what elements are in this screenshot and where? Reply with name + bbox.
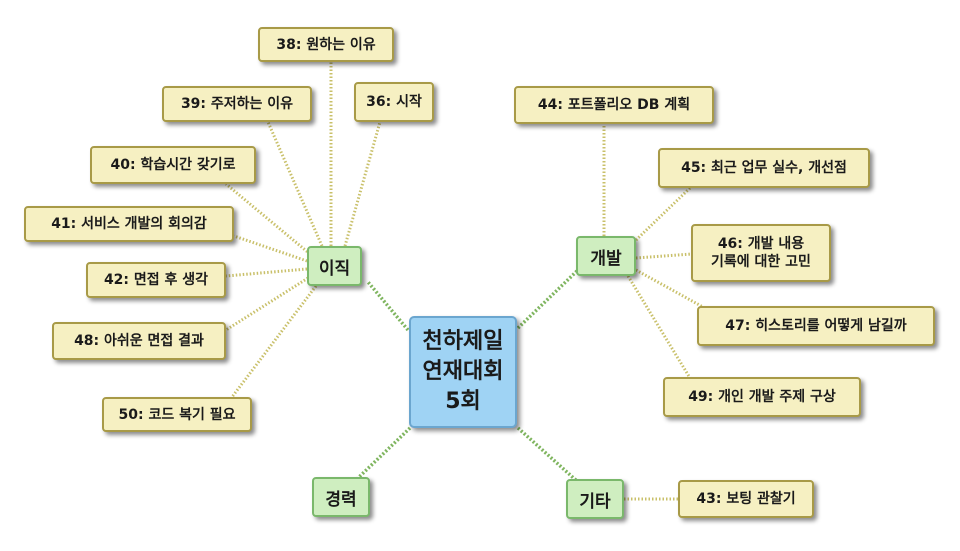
- topic-47[interactable]: 47: 히스토리를 어떻게 남길까: [697, 306, 935, 346]
- conn-central-gyeongryeok: [356, 426, 412, 480]
- topic-44[interactable]: 44: 포트폴리오 DB 계획: [514, 86, 714, 124]
- topic-38[interactable]: 38: 원하는 이유: [258, 27, 394, 62]
- topic-50[interactable]: 50: 코드 복기 필요: [102, 397, 252, 432]
- conn-ijik-48: [225, 276, 309, 332]
- topic-39[interactable]: 39: 주저하는 이유: [162, 86, 312, 122]
- branch-gaebal-label: 개발: [590, 248, 622, 269]
- topic-48[interactable]: 48: 아쉬운 면접 결과: [52, 322, 226, 360]
- topic-40[interactable]: 40: 학습시간 갖기로: [90, 146, 256, 184]
- branch-ijik-label: 이직: [318, 258, 351, 279]
- central-topic-line-3: 5회: [445, 389, 481, 414]
- topic-42[interactable]: 42: 면접 후 생각: [86, 262, 226, 298]
- conn-ijik-50: [230, 285, 318, 398]
- branch-gyeongryeok[interactable]: 경력: [312, 477, 370, 517]
- conn-central-gita: [516, 426, 580, 484]
- central-topic[interactable]: 천하제일 연재대회 5회: [409, 316, 517, 428]
- conn-gaebal-49: [626, 275, 692, 379]
- conn-ijik-39: [266, 121, 324, 247]
- conn-gaebal-46: [635, 252, 693, 260]
- branch-gyeongryeok-label: 경력: [325, 489, 357, 510]
- topic-36[interactable]: 36: 시작: [354, 82, 434, 122]
- conn-ijik-36: [343, 121, 382, 247]
- branch-ijik[interactable]: 이직: [307, 246, 362, 286]
- branch-gaebal[interactable]: 개발: [576, 236, 636, 276]
- conn-gaebal-45: [634, 186, 692, 242]
- topic-49[interactable]: 49: 개인 개발 주제 구상: [663, 377, 861, 417]
- branch-gita-label: 기타: [579, 491, 611, 512]
- branch-gita[interactable]: 기타: [566, 479, 624, 519]
- central-topic-line-1: 천하제일: [422, 329, 504, 354]
- topic-41[interactable]: 41: 서비스 개발의 회의감: [24, 206, 234, 242]
- conn-ijik-42: [225, 267, 308, 278]
- central-topic-line-2: 연재대회: [422, 359, 504, 384]
- conn-ijik-41: [233, 234, 308, 263]
- conn-central-gaebal: [516, 268, 580, 330]
- conn-ijik-40: [225, 182, 311, 256]
- topic-46[interactable]: 46: 개발 내용 기록에 대한 고민: [691, 224, 831, 282]
- conn-gaebal-47: [635, 268, 713, 314]
- topic-45[interactable]: 45: 최근 업무 실수, 개선점: [658, 148, 870, 188]
- topic-43[interactable]: 43: 보팅 관찰기: [678, 480, 814, 518]
- conn-central-ijik: [366, 280, 410, 332]
